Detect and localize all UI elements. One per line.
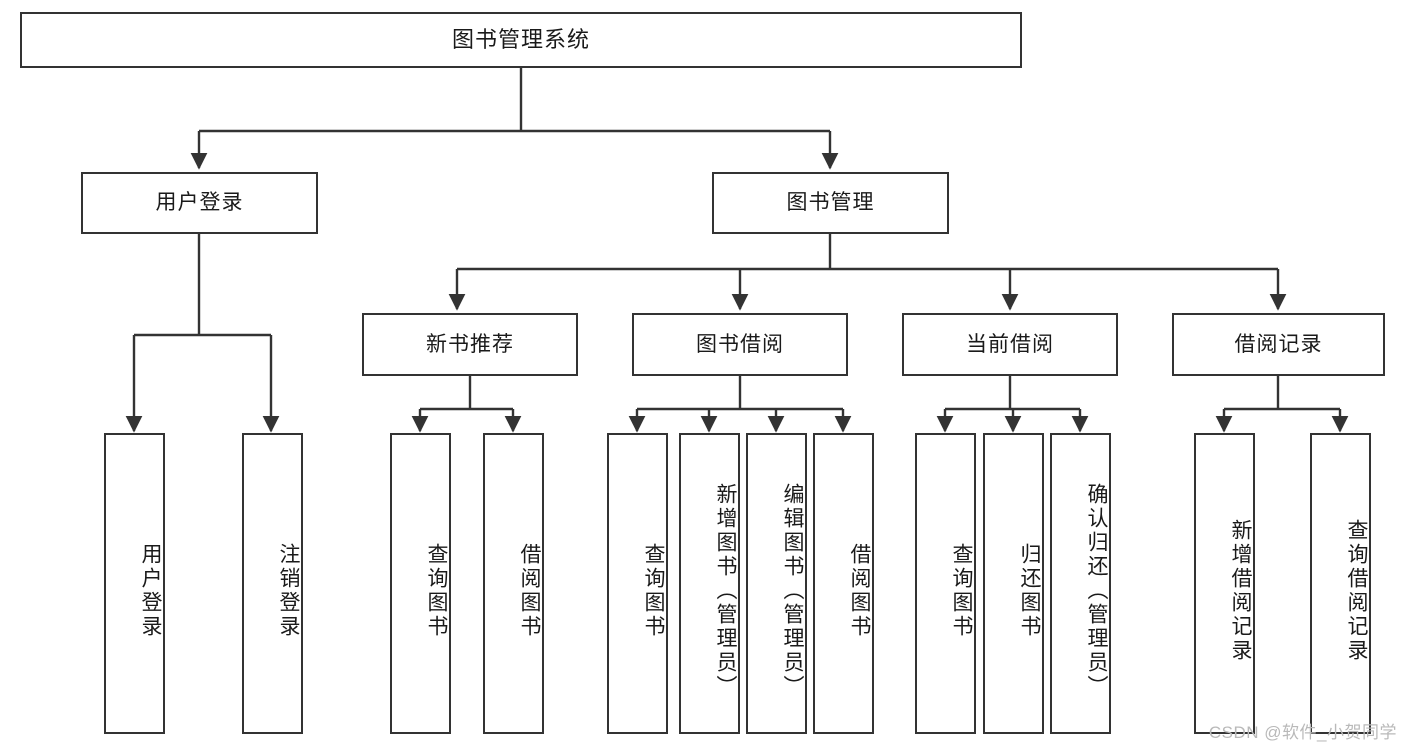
node-label: 查询图书 bbox=[425, 542, 448, 639]
node-label: 新增借阅记录 bbox=[1229, 518, 1252, 663]
node-label: 借阅图书 bbox=[848, 542, 871, 639]
node-label: 图书管理系统 bbox=[451, 26, 590, 52]
node-leaf-borrow-book-2[interactable]: 借阅图书 bbox=[813, 433, 874, 734]
node-label: 确认归还（管理员） bbox=[1085, 482, 1108, 699]
node-leaf-query-book-3[interactable]: 查询图书 bbox=[915, 433, 976, 734]
csdn-watermark: CSDN @软件_小贺同学 bbox=[1208, 723, 1397, 742]
node-label: 查询图书 bbox=[642, 542, 665, 639]
node-leaf-query-book-2[interactable]: 查询图书 bbox=[607, 433, 668, 734]
node-label: 编辑图书（管理员） bbox=[781, 482, 804, 699]
node-label: 借阅图书 bbox=[518, 542, 541, 639]
node-current-borrow[interactable]: 当前借阅 bbox=[902, 313, 1118, 376]
node-label: 归还图书 bbox=[1018, 542, 1041, 639]
node-label: 注销登录 bbox=[277, 542, 300, 639]
node-book-management-system[interactable]: 图书管理系统 bbox=[20, 12, 1022, 68]
node-leaf-add-book[interactable]: 新增图书（管理员） bbox=[679, 433, 740, 734]
node-book-borrow[interactable]: 图书借阅 bbox=[632, 313, 848, 376]
node-leaf-return-book[interactable]: 归还图书 bbox=[983, 433, 1044, 734]
node-label: 当前借阅 bbox=[966, 332, 1054, 356]
node-leaf-user-logout[interactable]: 注销登录 bbox=[242, 433, 303, 734]
node-borrow-record[interactable]: 借阅记录 bbox=[1172, 313, 1385, 376]
node-label: 图书借阅 bbox=[696, 332, 784, 356]
node-user-login[interactable]: 用户登录 bbox=[81, 172, 318, 234]
node-label: 查询借阅记录 bbox=[1345, 518, 1368, 663]
node-leaf-edit-book[interactable]: 编辑图书（管理员） bbox=[746, 433, 807, 734]
node-label: 图书管理 bbox=[786, 191, 875, 215]
node-label: 新增图书（管理员） bbox=[714, 482, 737, 699]
node-leaf-user-login[interactable]: 用户登录 bbox=[104, 433, 165, 734]
node-leaf-query-book-1[interactable]: 查询图书 bbox=[390, 433, 451, 734]
node-leaf-borrow-book-1[interactable]: 借阅图书 bbox=[483, 433, 544, 734]
node-label: 借阅记录 bbox=[1234, 332, 1323, 356]
node-leaf-query-record[interactable]: 查询借阅记录 bbox=[1310, 433, 1371, 734]
node-label: 新书推荐 bbox=[426, 332, 514, 356]
node-book-management[interactable]: 图书管理 bbox=[712, 172, 949, 234]
node-leaf-add-record[interactable]: 新增借阅记录 bbox=[1194, 433, 1255, 734]
node-leaf-confirm-return[interactable]: 确认归还（管理员） bbox=[1050, 433, 1111, 734]
node-label: 用户登录 bbox=[139, 542, 162, 639]
node-new-book-recommend[interactable]: 新书推荐 bbox=[362, 313, 578, 376]
node-label: 查询图书 bbox=[950, 542, 973, 639]
node-label: 用户登录 bbox=[155, 191, 244, 215]
